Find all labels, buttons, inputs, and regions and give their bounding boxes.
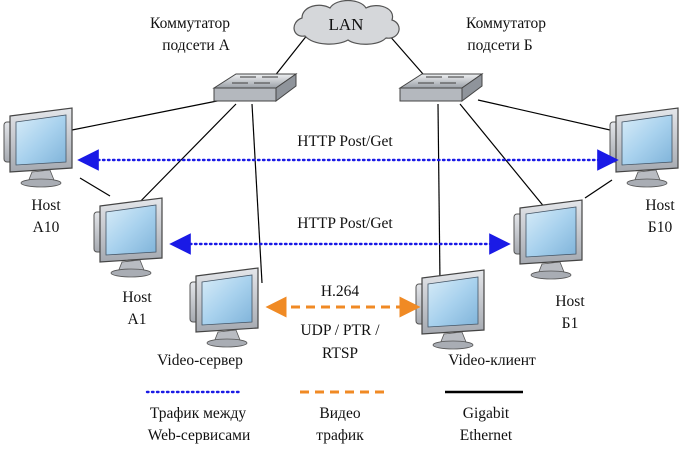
host-a1-monitor xyxy=(93,197,163,278)
legend-ethernet-line2: Ethernet xyxy=(460,427,513,444)
cable-switch-a-host-a10 xyxy=(71,99,223,131)
http-mid-label: HTTP Post/Get xyxy=(297,215,393,232)
host-b10-monitor xyxy=(609,107,679,188)
switch-a-title-line1: Коммутатор xyxy=(150,15,230,32)
legend-video-line2: трафик xyxy=(316,427,364,444)
legend-web-line1: Трафик между xyxy=(150,405,247,422)
http-top-label: HTTP Post/Get xyxy=(297,133,393,150)
cable-switch-b-host-b10 xyxy=(477,99,633,136)
legend-web-line2: Web-сервисами xyxy=(148,427,251,444)
cable-host-a10-host-a1 xyxy=(79,177,111,197)
host-a10-label-line2: А10 xyxy=(33,219,60,236)
h264-label: H.264 xyxy=(321,283,360,300)
cable-switch-a-host-a1 xyxy=(129,103,237,213)
host-a10-label-line1: Host xyxy=(31,197,61,214)
cable-host-b10-host-b1 xyxy=(584,179,613,199)
host-b1-label-line1: Host xyxy=(555,293,585,310)
switch-subnet-b xyxy=(398,73,484,102)
host-b1-monitor xyxy=(513,199,583,280)
video-client-monitor xyxy=(415,269,485,350)
protocol-label-line1: UDP / PTR / xyxy=(300,322,380,339)
lan-label: LAN xyxy=(329,15,364,34)
switch-b-title-line2: подсети Б xyxy=(467,37,532,54)
video-server-label: Video-сервер xyxy=(157,352,243,369)
legend-ethernet-line1: Gigabit xyxy=(463,405,510,422)
legend-video-line1: Видео xyxy=(319,405,360,422)
switch-b-title-line1: Коммутатор xyxy=(466,15,546,32)
host-b1-label-line2: Б1 xyxy=(562,315,579,332)
protocol-label-line2: RTSP xyxy=(322,345,358,362)
host-a1-label-line1: Host xyxy=(122,289,152,306)
lan-cloud: LAN xyxy=(293,0,400,45)
video-server-monitor xyxy=(189,267,259,348)
switch-subnet-a xyxy=(212,73,298,102)
host-a10-monitor xyxy=(3,107,73,188)
video-client-label: Video-клиент xyxy=(448,352,536,369)
host-b10-label-line2: Б10 xyxy=(648,219,673,236)
legend: Трафик между Web-сервисами Видео трафик … xyxy=(145,390,523,444)
cable-switch-b-video-client xyxy=(437,103,441,284)
host-a1-label-line2: А1 xyxy=(128,311,147,328)
host-b10-label-line1: Host xyxy=(645,197,675,214)
switch-a-title-line2: подсети А xyxy=(162,37,230,54)
cable-switch-a-video-server xyxy=(251,103,263,284)
